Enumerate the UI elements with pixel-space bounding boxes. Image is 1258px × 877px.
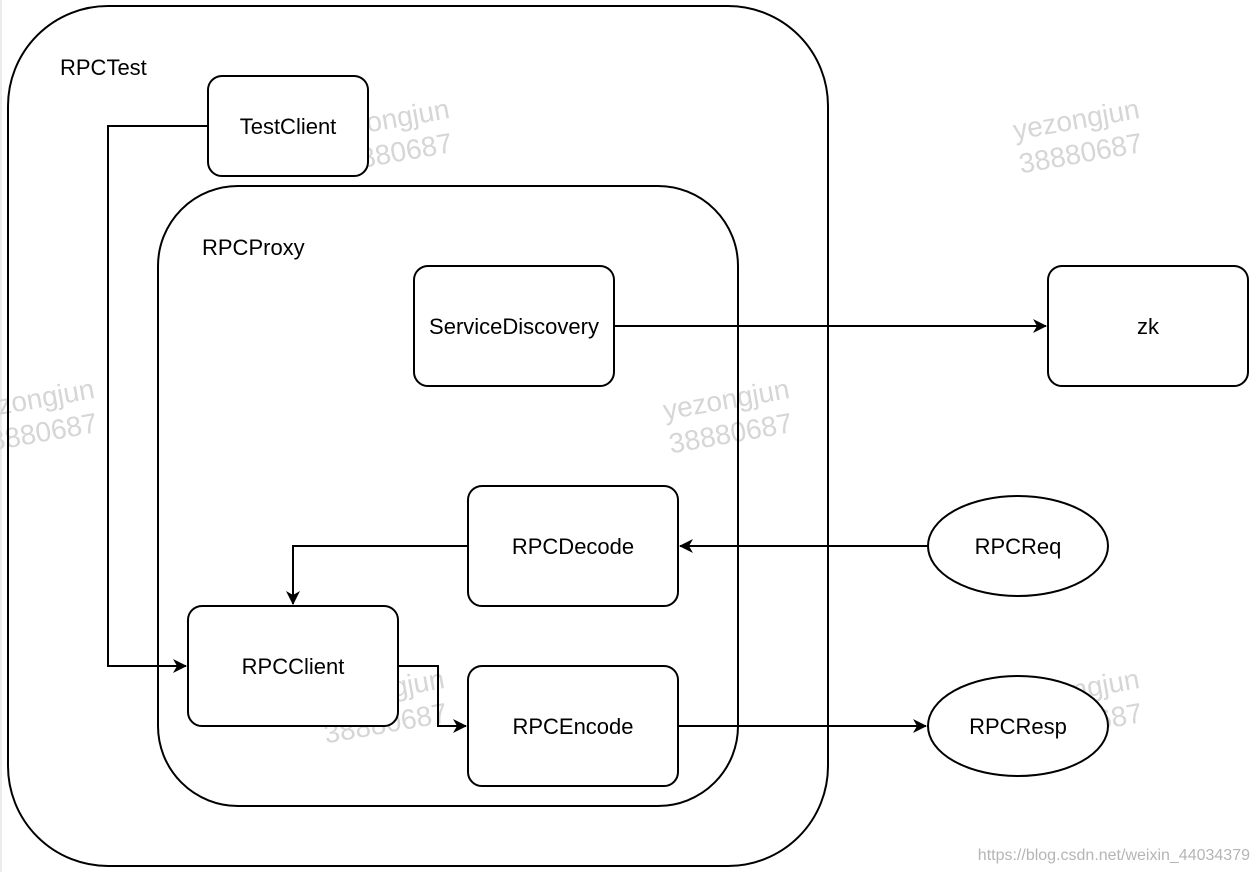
node-rpc-encode[interactable]: RPCEncode: [467, 665, 679, 787]
node-rpc-resp-label: RPCResp: [969, 714, 1067, 739]
node-rpc-client-label: RPCClient: [242, 654, 345, 679]
node-rpc-client[interactable]: RPCClient: [187, 605, 399, 727]
rpc-test-container: [7, 5, 829, 867]
node-zk[interactable]: zk: [1047, 265, 1249, 387]
node-test-client-label: TestClient: [240, 114, 337, 139]
watermark-group: yezongjun 38880687 yezongjun 38880687 ye…: [0, 93, 1145, 749]
node-test-client[interactable]: TestClient: [207, 75, 369, 177]
node-zk-label: zk: [1137, 314, 1160, 339]
node-rpc-decode-label: RPCDecode: [512, 534, 634, 559]
rpc-proxy-label: RPCProxy: [202, 235, 305, 260]
edge-testclient-to-rpcclient: [107, 125, 208, 673]
edge-rpcdecode-to-rpcclient: [286, 545, 468, 605]
node-rpc-req-label: RPCReq: [975, 534, 1062, 559]
node-rpc-decode[interactable]: RPCDecode: [467, 485, 679, 607]
node-rpc-encode-label: RPCEncode: [512, 714, 633, 739]
rpc-proxy-container: [157, 185, 739, 807]
node-rpc-req[interactable]: RPCReq: [927, 495, 1109, 597]
node-service-discovery-label: ServiceDiscovery: [429, 314, 599, 339]
edge-rpcclient-to-rpcencode: [398, 665, 467, 733]
watermark-3: yezongjun 38880687: [0, 373, 100, 459]
rpc-test-label: RPCTest: [60, 55, 147, 80]
source-url: https://blog.csdn.net/weixin_44034379: [978, 847, 1250, 864]
node-rpc-resp[interactable]: RPCResp: [927, 675, 1109, 777]
node-service-discovery[interactable]: ServiceDiscovery: [413, 265, 615, 387]
watermark-4: yezongjun 38880687: [661, 373, 795, 459]
watermark-2: yezongjun 38880687: [1011, 93, 1145, 179]
